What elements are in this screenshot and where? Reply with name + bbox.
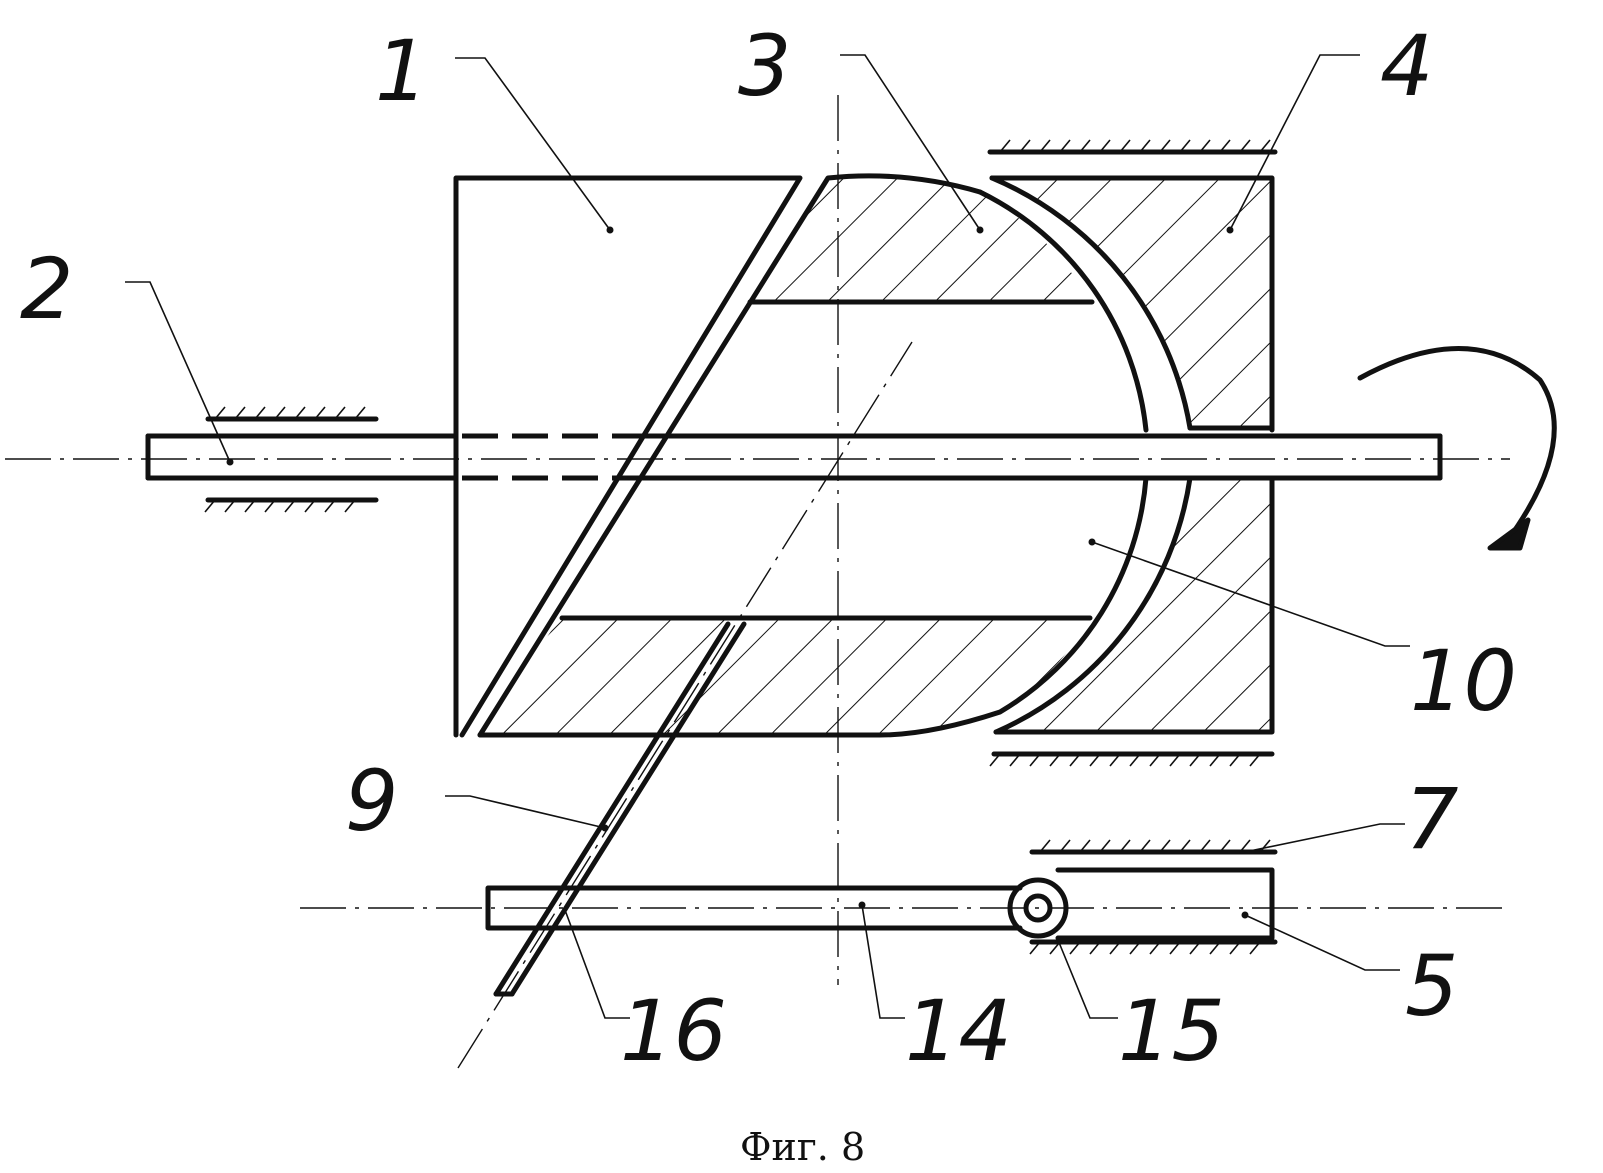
part-labels: 1 2 3 4 10 9 7 5 16 14 15 xyxy=(20,17,1517,1080)
label-5: 5 xyxy=(1405,937,1458,1035)
part-14-link xyxy=(485,885,1023,931)
label-4: 4 xyxy=(1380,17,1433,115)
label-15: 15 xyxy=(1118,982,1225,1080)
label-10: 10 xyxy=(1410,632,1517,730)
leader-lines xyxy=(125,54,1410,1019)
part-15-pivot xyxy=(1007,877,1069,939)
part-5-slider xyxy=(1055,867,1275,941)
part-2-shaft xyxy=(145,433,1443,481)
part-3-piece xyxy=(477,173,1149,738)
label-16: 16 xyxy=(620,982,727,1080)
label-2: 2 xyxy=(20,240,73,338)
leader-dots xyxy=(226,226,1249,919)
ground-supports xyxy=(204,139,1278,955)
part-9-rod xyxy=(493,621,747,997)
label-14: 14 xyxy=(905,982,1012,1080)
figure-caption: Фиг. 8 xyxy=(740,1125,865,1169)
label-1: 1 xyxy=(375,22,428,120)
label-7: 7 xyxy=(1405,770,1458,868)
rotation-arrow xyxy=(1357,346,1557,551)
label-9: 9 xyxy=(345,752,398,850)
part-1-body xyxy=(453,175,803,738)
label-3: 3 xyxy=(738,17,791,115)
center-lines xyxy=(5,95,1510,1069)
